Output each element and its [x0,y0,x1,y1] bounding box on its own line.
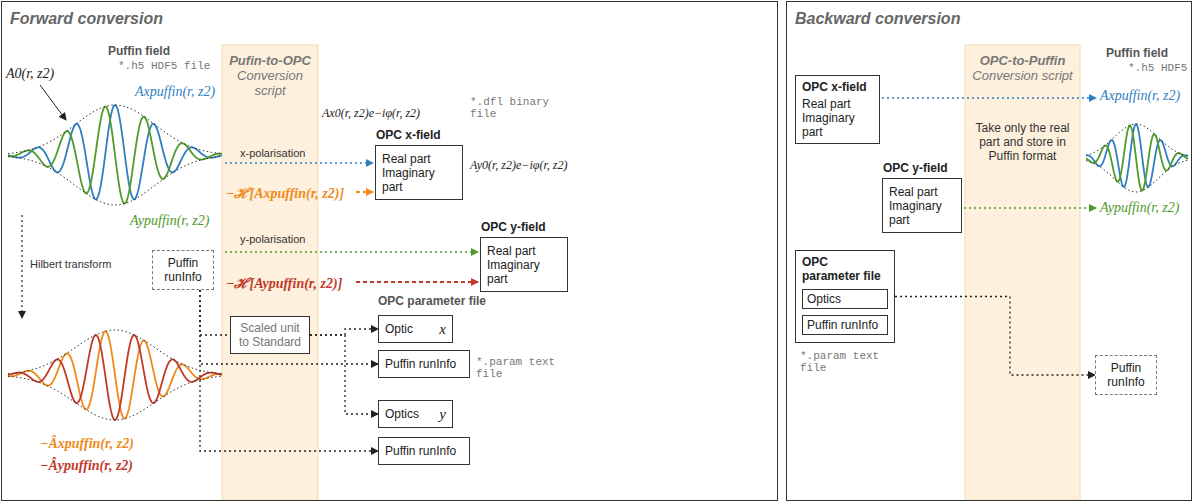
label: Hilbert transform [30,258,111,270]
label: y-polarisation [240,233,305,245]
panel: Forward conversionPufin-to-OPCConversion… [1,1,778,501]
label: Puffin field [1106,46,1168,60]
node-title: OPC y-field [481,220,546,234]
field-box: OPC x-fieldReal partImaginary part [375,145,463,200]
label: *.dfl binary file [470,96,552,120]
label: *.param text file [800,350,900,374]
node-text: Real part [382,152,456,166]
label: Aypuffin(r, z2) [1100,200,1179,216]
envelope-curve [8,330,222,374]
node-title: OPC-to-Puffin [969,53,1076,68]
param-box: Optic x [378,315,453,343]
field-box: OPC x-fieldReal partImaginary part [795,75,880,144]
dotted-connector [200,290,230,335]
node-text: Real part [802,97,873,111]
wave-curve [8,335,222,420]
dotted-connector [310,329,378,335]
label: *.param text file [476,356,564,380]
param-box: Puffin runInfo [378,437,470,465]
script-band [222,45,318,500]
label: Aypuffin(r, z2) [130,213,209,229]
node-text: Imaginary part [889,199,955,227]
node-text: Imaginary part [487,258,561,286]
wave-curve [8,107,222,204]
label: Axpuffin(r, z2) [135,84,215,100]
hilbert-arrow [21,215,22,318]
node-text: Take only the real part and store in Puf… [969,121,1076,163]
node-title: OPC x-field [802,80,873,94]
hy-arrow [356,281,478,283]
y-arrow [225,251,478,253]
node-title: Forward conversion [10,10,163,28]
node-text: Imaginary part [382,166,456,194]
dotted-connector [200,290,378,451]
y-arrow [964,207,1096,209]
script-band: Pufin-to-OPCConversion scriptScaled unit… [222,45,318,500]
node-title: Pufin-to-OPC [226,53,314,68]
param-box: Optics y [378,400,453,428]
node-text: Puffin runInfo [802,315,888,335]
wave-curve [1086,125,1188,190]
leader-line [40,85,66,120]
label: Ay0(r, z2)e−iφ(r, z2) [470,158,567,173]
label: Axpuffin(r, z2) [1100,88,1180,104]
label: −ℋ[Axpuffin(r, z2)] [226,183,344,202]
envelope-curve [1086,160,1188,192]
label: −Âypuffin(r, z2) [40,458,133,474]
node-text: Imaginary part [802,111,873,139]
process-box: Scaled unit to Standard [230,316,310,354]
node-text: Conversion script [969,68,1076,83]
envelope-curve [8,156,222,205]
panel: Backward conversionOPC-to-PuffinConversi… [786,1,1192,501]
param-box: Puffin runInfo [378,350,470,378]
node-text: Conversion script [226,68,314,98]
label: OPC parameter file [378,294,486,308]
envelope-curve [8,105,222,154]
label: Puffin field [108,44,170,58]
dotted-connector [200,290,378,364]
label: x-polarisation [240,147,305,159]
node-title: Puffin runInfo [155,256,211,284]
node-title: OPC x-field [376,128,441,142]
envelope-curve [1086,124,1188,156]
label: *.h5 HDF5 file [118,60,210,72]
x-arrow [225,162,373,164]
node-title: Puffin runInfo [385,357,463,371]
runinfo-box: Puffin runInfo [152,250,214,290]
wave-curve [1086,124,1188,187]
node-title: OPC y-field [883,161,948,175]
node-text: x [439,321,446,338]
node-text: y [439,406,446,423]
envelope-curve [8,376,222,420]
node-title: Optic [385,322,413,336]
field-box: OPC y-fieldReal partImaginary part [882,178,962,233]
script-band: OPC-to-PuffinConversion scriptTake only … [965,45,1080,500]
node-title: Puffin runInfo [385,444,463,458]
wave-curve [8,331,222,418]
label: Ax0(r, z2)e−iφ(r, z2) [322,106,420,121]
node-text: Optics [802,289,888,309]
node-title: Backward conversion [795,10,960,28]
dotted-connector [310,335,378,414]
label: −Âxpuffin(r, z2) [40,436,134,452]
dotted-connector [895,297,1095,376]
node-title: Puffin runInfo [1098,361,1154,389]
node-title: Scaled unit to Standard [237,321,303,349]
param-file-box: OPC parameter fileOpticsPuffin runInfo [795,250,895,343]
script-band [965,45,1080,500]
label: −ℋ[Aypuffin(r, z2)] [226,273,342,292]
node-title: OPC parameter file [802,255,888,283]
hx-arrow [356,191,373,193]
node-title: Optics [385,407,419,421]
node-text: Real part [889,185,955,199]
field-box: OPC y-fieldReal partImaginary part [480,237,568,292]
node-text: Real part [487,244,561,258]
x-arrow [882,97,1096,99]
runinfo-box: Puffin runInfo [1095,355,1157,395]
label: *.h5 HDF5 [1128,62,1187,74]
waveforms [8,105,1188,420]
label: A0(r, z2) [6,66,54,82]
